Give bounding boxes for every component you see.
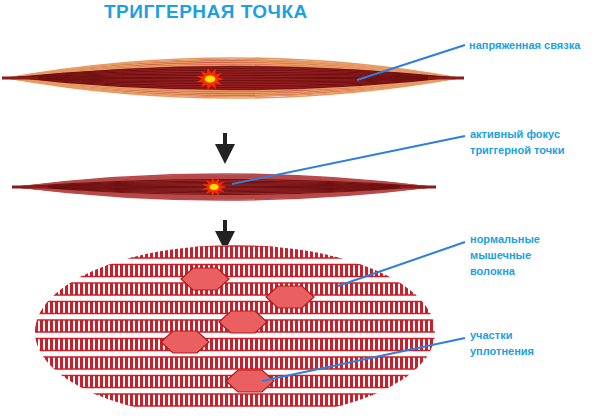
muscle-fiber-bundle (12, 174, 436, 200)
fiber-line (18, 174, 430, 187)
tendon (12, 186, 48, 189)
muscle-fiber (30, 283, 450, 295)
tendon (428, 77, 464, 80)
fiber-line (8, 75, 458, 78)
tendon (400, 186, 436, 189)
leader-lines (232, 45, 465, 381)
muscle-fiber (30, 339, 450, 351)
muscle-fiber (30, 246, 450, 258)
diagram-title: ТРИГГЕРНАЯ ТОЧКА (104, 1, 308, 23)
muscle-body (18, 175, 430, 200)
tense-band (2, 58, 464, 98)
callout-label: напряженная связка (469, 37, 597, 53)
muscle-body (8, 59, 458, 97)
fiber-line (18, 187, 430, 199)
fiber-line (8, 78, 458, 93)
fiber-line (18, 178, 430, 187)
fiber-line (18, 181, 430, 187)
fiber-line (8, 78, 458, 96)
fiber-line (8, 63, 458, 78)
fiber-line (8, 77, 458, 79)
trigger-core (210, 184, 219, 190)
fiber-line (8, 70, 458, 78)
fiber-line (18, 175, 430, 187)
muscle-fiber (30, 265, 450, 277)
fiber-line (8, 74, 458, 78)
callout-label: участки уплотнения (470, 327, 554, 359)
contraction-knot (181, 268, 229, 290)
fiber-line (8, 78, 458, 91)
down-arrow (223, 220, 227, 241)
contraction-knot (219, 311, 267, 333)
leader-line (262, 338, 465, 381)
muscle-fiber (30, 357, 450, 369)
fiber-line (8, 78, 458, 95)
contraction-knot (266, 286, 314, 308)
trigger-focus (196, 68, 224, 90)
trigger-focus (202, 177, 227, 197)
callout-label: активный фокус триггерной точки (470, 126, 588, 158)
fiber-line (8, 78, 458, 98)
fiber-cross-section (30, 245, 450, 419)
fiber-line (8, 72, 458, 78)
fiber-line (18, 187, 430, 200)
leader-line (338, 242, 465, 286)
trigger-core (205, 75, 216, 82)
callout-label: нормальные мышечные волокна (470, 231, 560, 279)
leader-line (357, 45, 465, 80)
tendon (2, 77, 38, 80)
contraction-knot (161, 331, 209, 353)
leader-line (232, 136, 465, 184)
fiber-line (8, 65, 458, 78)
down-arrow (223, 133, 227, 154)
muscle-fiber (30, 394, 450, 406)
fiber-line (18, 179, 430, 187)
fiber-line (18, 182, 430, 187)
fiber-line (8, 58, 458, 78)
